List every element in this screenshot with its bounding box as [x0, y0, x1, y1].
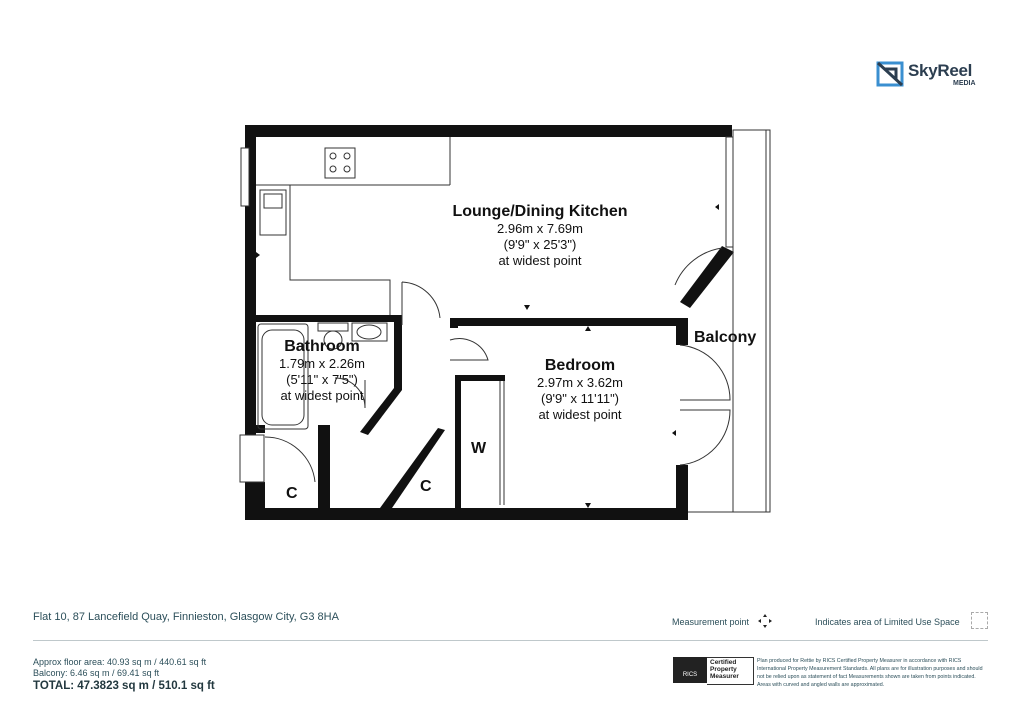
measurement-point-icon — [758, 614, 772, 628]
rics-logo: RICS — [673, 657, 707, 683]
address: Flat 10, 87 Lancefield Quay, Finnieston,… — [33, 611, 339, 623]
walls — [245, 125, 734, 520]
room-note: at widest point — [538, 407, 622, 422]
room-lounge: Lounge/Dining Kitchen 2.96m x 7.69m (9'9… — [430, 203, 650, 269]
wardrobe-label: W — [471, 440, 487, 457]
rics-text: RICS — [682, 672, 698, 678]
measurement-points — [256, 204, 719, 508]
certified-measurer-badge: Certified Property Measurer — [707, 657, 754, 685]
limited-use-legend: Indicates area of Limited Use Space — [815, 617, 960, 627]
room-bedroom: Bedroom 2.97m x 3.62m (9'9" x 11'11") at… — [520, 357, 640, 423]
disclaimer: Plan produced for Rettie by RICS Certifi… — [757, 658, 983, 688]
balcony-area: Balcony: 6.46 sq m / 69.41 sq ft — [33, 668, 160, 678]
room-imperial: (5'11" x 7'5") — [286, 372, 358, 387]
room-note: at widest point — [280, 388, 364, 403]
room-imperial: (9'9" x 11'11") — [540, 391, 620, 406]
room-bathroom: Bathroom 1.79m x 2.26m (5'11" x 7'5") at… — [262, 338, 382, 404]
room-metric: 1.79m x 2.26m — [279, 356, 365, 371]
room-name: Bathroom — [284, 338, 360, 355]
room-imperial: (9'9" x 25'3") — [503, 237, 577, 252]
cert-line: Measurer — [710, 673, 739, 680]
room-name: Bedroom — [544, 357, 616, 374]
floor-plan — [239, 125, 771, 520]
room-metric: 2.96m x 7.69m — [497, 221, 583, 236]
divider — [33, 640, 988, 641]
floor-area: Approx floor area: 40.93 sq m / 440.61 s… — [33, 657, 207, 667]
room-note: at widest point — [498, 253, 582, 268]
room-metric: 2.97m x 3.62m — [537, 375, 623, 390]
cert-line: Certified — [710, 659, 737, 666]
cupboard-label: C — [286, 485, 298, 502]
measurement-point-legend: Measurement point — [672, 617, 750, 627]
skyreel-logo-icon — [876, 61, 904, 87]
brand-sub: MEDIA — [953, 80, 976, 87]
brand-name: SkyReel — [908, 61, 973, 80]
limited-use-swatch — [971, 612, 988, 629]
cupboard-label: C — [420, 478, 432, 495]
room-balcony: Balcony — [694, 329, 757, 346]
cert-line: Property — [710, 666, 737, 673]
room-name: Lounge/Dining Kitchen — [452, 203, 628, 220]
fixtures — [239, 129, 771, 513]
total-area: TOTAL: 47.3823 sq m / 510.1 sq ft — [33, 680, 215, 692]
